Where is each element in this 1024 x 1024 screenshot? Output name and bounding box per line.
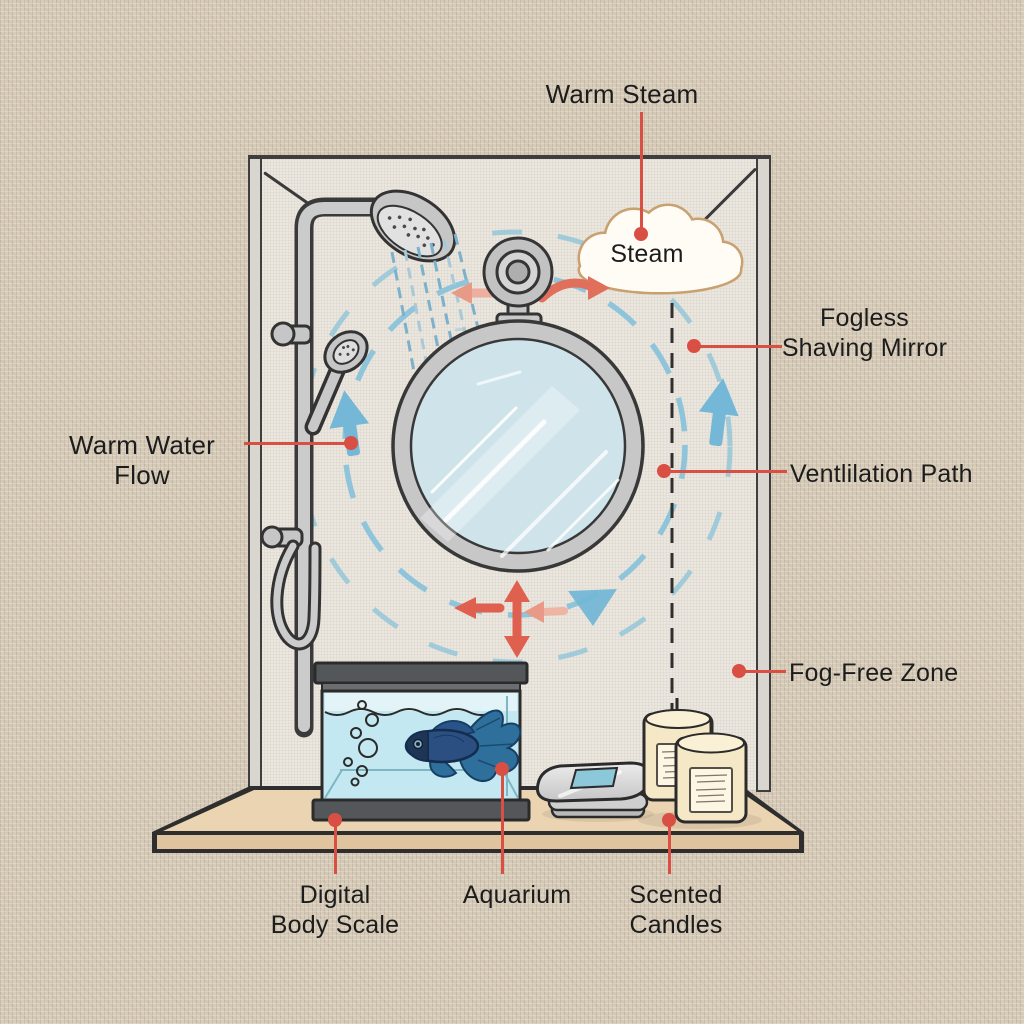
label-digital-body-scale: Digital Body Scale (255, 880, 415, 940)
leader-dot-fog-free-zone (732, 664, 746, 678)
shower-head (369, 189, 457, 263)
wall-top-edge (248, 155, 771, 159)
label-fogless-mirror: Fogless Shaving Mirror (772, 303, 957, 363)
warm-air-arrows (454, 580, 568, 658)
leader-dot-scented-candles (662, 813, 676, 827)
leader-fogless-mirror (697, 345, 782, 348)
label-steam: Steam (610, 240, 684, 268)
scale-display (569, 766, 619, 790)
leader-ventilation-path (667, 470, 787, 473)
leader-dot-warm-steam (634, 227, 648, 241)
label-warm-water-flow: Warm Water Flow (69, 430, 215, 490)
label-fog-free-zone: Fog-Free Zone (789, 659, 959, 687)
label-ventilation-path: Ventlilation Path (790, 460, 973, 488)
label-scented-candles: Scented Candles (596, 880, 756, 940)
leader-warm-water-flow (244, 442, 350, 445)
digital-body-scale (535, 761, 651, 819)
shelf-front (157, 835, 799, 849)
label-warm-steam: Warm Steam (545, 79, 699, 109)
hand-shower (304, 330, 369, 436)
leader-dot-aquarium (495, 762, 509, 776)
bubbles (343, 700, 379, 787)
leader-fog-free-zone (744, 670, 786, 673)
steam-cloud (577, 203, 744, 295)
leader-dot-fogless-mirror (687, 339, 701, 353)
shaving-mirror (391, 319, 645, 573)
leader-aquarium (501, 773, 504, 874)
label-digital-line1: Digital (299, 881, 371, 909)
leader-dot-warm-water-flow (344, 436, 358, 450)
label-fogless-line2: Shaving Mirror (781, 334, 948, 362)
leader-dot-ventilation-path (657, 464, 671, 478)
candle-front (674, 720, 748, 824)
leader-scented-candles (668, 824, 671, 874)
label-aquarium: Aquarium (462, 881, 572, 909)
label-candles-line2: Candles (629, 911, 723, 939)
shower-assembly (260, 189, 521, 738)
label-digital-line2: Body Scale (270, 911, 400, 939)
label-candles-line1: Scented (629, 881, 723, 909)
aquarium-tank (311, 661, 531, 822)
leader-warm-steam (640, 112, 643, 228)
shower-hose (270, 539, 322, 651)
leader-dot-digital-body-scale (328, 813, 342, 827)
label-fogless-line1: Fogless (820, 304, 909, 332)
leader-digital-body-scale (334, 824, 337, 874)
